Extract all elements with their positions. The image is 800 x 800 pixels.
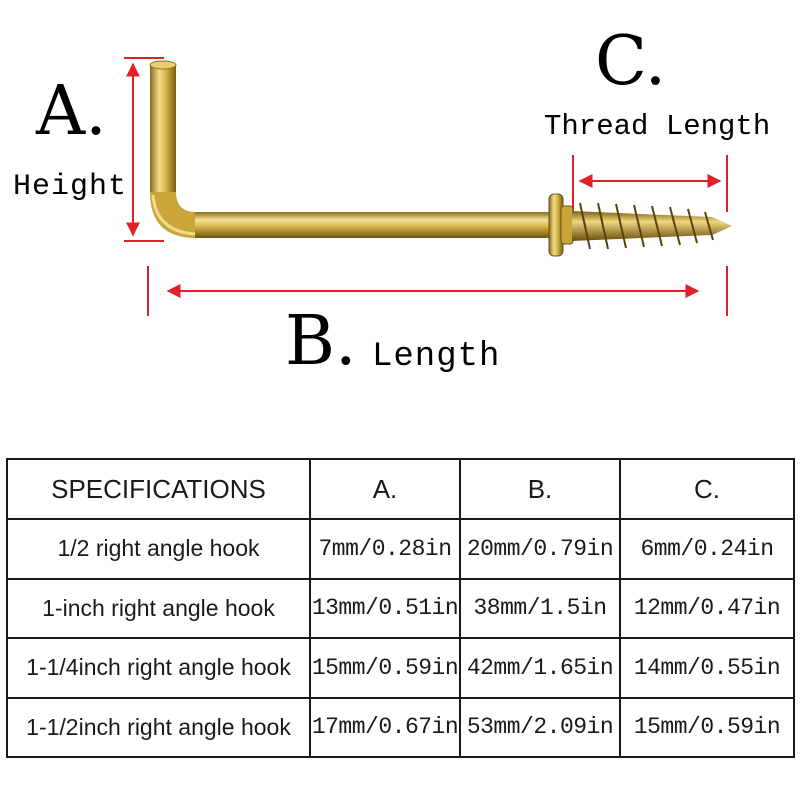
header-a: A. bbox=[309, 458, 461, 520]
row-spec-name: 1-inch right angle hook bbox=[6, 577, 311, 639]
row-spec-name: 1/2 right angle hook bbox=[6, 518, 311, 580]
row-length-value: 38mm/1.5in bbox=[459, 577, 621, 639]
row-height-value: 17mm/0.67in bbox=[309, 696, 461, 758]
header-specifications: SPECIFICATIONS bbox=[6, 458, 311, 520]
dimension-c-label: C. bbox=[595, 22, 667, 101]
row-thread-length-value: 6mm/0.24in bbox=[619, 518, 795, 580]
row-length-value: 42mm/1.65in bbox=[459, 637, 621, 699]
hook-dimension-diagram: A. Height C. Thread Length B. Length bbox=[13, 22, 771, 381]
table-row: 1/2 right angle hook 7mm/0.28in 20mm/0.7… bbox=[6, 518, 795, 580]
hook-illustration bbox=[124, 57, 732, 316]
row-height-value: 13mm/0.51in bbox=[309, 577, 461, 639]
specifications-table: SPECIFICATIONS A. B. C. 1/2 right angle … bbox=[6, 458, 795, 758]
length-label: Length bbox=[372, 338, 501, 376]
row-thread-length-value: 14mm/0.55in bbox=[619, 637, 795, 699]
height-dimension-arrow bbox=[124, 57, 164, 242]
row-spec-name: 1-1/2inch right angle hook bbox=[6, 696, 311, 758]
table-header-row: SPECIFICATIONS A. B. C. bbox=[6, 458, 795, 520]
dimension-a-label: A. bbox=[36, 72, 107, 151]
header-c: C. bbox=[619, 458, 795, 520]
dimension-b-label: B. bbox=[285, 302, 357, 381]
table-row: 1-1/2inch right angle hook 17mm/0.67in 5… bbox=[6, 696, 795, 758]
thread-length-label: Thread Length bbox=[544, 110, 771, 143]
thread-length-dimension-arrow bbox=[572, 155, 728, 212]
row-height-value: 15mm/0.59in bbox=[309, 637, 461, 699]
length-dimension-arrow bbox=[147, 266, 728, 316]
row-length-value: 20mm/0.79in bbox=[459, 518, 621, 580]
table-row: 1-inch right angle hook 13mm/0.51in 38mm… bbox=[6, 577, 795, 639]
table-row: 1-1/4inch right angle hook 15mm/0.59in 4… bbox=[6, 637, 795, 699]
row-height-value: 7mm/0.28in bbox=[309, 518, 461, 580]
hook-body bbox=[149, 60, 732, 257]
row-length-value: 53mm/2.09in bbox=[459, 696, 621, 758]
header-b: B. bbox=[459, 458, 621, 520]
row-thread-length-value: 15mm/0.59in bbox=[619, 696, 795, 758]
row-thread-length-value: 12mm/0.47in bbox=[619, 577, 795, 639]
row-spec-name: 1-1/4inch right angle hook bbox=[6, 637, 311, 699]
height-label: Height bbox=[13, 170, 128, 204]
